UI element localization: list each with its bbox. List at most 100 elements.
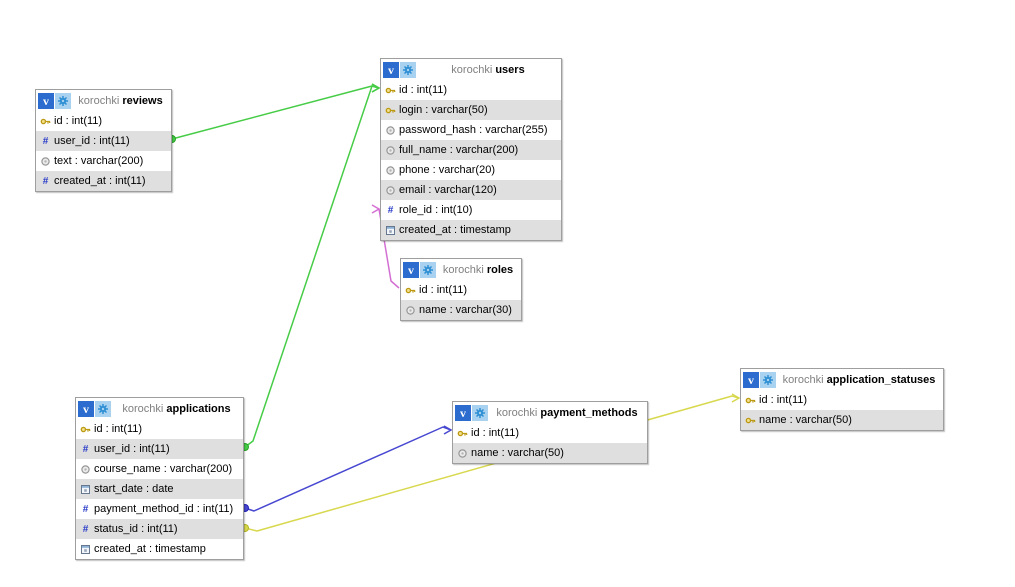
schema-name: korochki bbox=[782, 373, 824, 386]
column-row[interactable]: #status_id : int(11) bbox=[76, 519, 243, 539]
hash-icon: # bbox=[387, 204, 394, 216]
gear-icon[interactable] bbox=[472, 404, 488, 421]
column-label: status_id : int(11) bbox=[94, 523, 178, 535]
gear-icon[interactable] bbox=[400, 61, 416, 78]
v-toggle-icon[interactable]: v bbox=[743, 371, 759, 388]
table-columns: id : int(11) login : varchar(50) password_… bbox=[381, 80, 561, 240]
relation-line[interactable] bbox=[168, 83, 381, 143]
schema-name: korochki bbox=[496, 406, 538, 419]
v-toggle-icon[interactable]: v bbox=[403, 261, 419, 278]
table-name: users bbox=[495, 63, 525, 76]
gear-icon[interactable] bbox=[95, 400, 111, 417]
column-label: user_id : int(11) bbox=[54, 135, 130, 147]
column-label: id : int(11) bbox=[54, 115, 103, 127]
key-icon bbox=[384, 105, 397, 116]
column-row[interactable]: start_date : date bbox=[76, 479, 243, 499]
column-row[interactable]: phone : varchar(20) bbox=[381, 160, 561, 180]
gear-icon[interactable] bbox=[55, 92, 71, 109]
key-icon bbox=[79, 424, 92, 435]
column-label: id : int(11) bbox=[419, 284, 468, 296]
column-label: phone : varchar(20) bbox=[399, 164, 495, 176]
column-label: full_name : varchar(200) bbox=[399, 144, 519, 156]
column-row[interactable]: id : int(11) bbox=[381, 80, 561, 100]
key-icon bbox=[404, 285, 417, 296]
table-name: reviews bbox=[122, 94, 163, 107]
table-columns: id : int(11) name : varchar(50) bbox=[741, 390, 943, 430]
table-name: payment_methods bbox=[540, 406, 638, 419]
table-name: roles bbox=[486, 263, 514, 276]
column-row[interactable]: #user_id : int(11) bbox=[76, 439, 243, 459]
column-row[interactable]: # created_at : int(11) bbox=[36, 171, 171, 191]
column-label: id : int(11) bbox=[94, 423, 143, 435]
key-icon bbox=[744, 415, 757, 426]
column-row[interactable]: id : int(11) bbox=[741, 390, 943, 410]
table-name: application_statuses bbox=[826, 373, 936, 386]
column-row[interactable]: created_at : timestamp bbox=[381, 220, 561, 240]
schema-name: korochki bbox=[78, 94, 120, 107]
column-row[interactable]: #payment_method_id : int(11) bbox=[76, 499, 243, 519]
column-label: id : int(11) bbox=[759, 394, 808, 406]
relation-line[interactable] bbox=[241, 425, 453, 512]
text-column-icon bbox=[384, 125, 397, 135]
v-toggle-icon[interactable]: v bbox=[455, 404, 471, 421]
column-label: login : varchar(50) bbox=[399, 104, 488, 116]
column-label: user_id : int(11) bbox=[94, 443, 170, 455]
column-label: id : int(11) bbox=[471, 427, 520, 439]
relation-arrowhead bbox=[371, 204, 381, 214]
gear-icon[interactable] bbox=[420, 261, 436, 278]
column-row[interactable]: password_hash : varchar(255) bbox=[381, 120, 561, 140]
text-column-icon bbox=[456, 448, 469, 458]
column-label: password_hash : varchar(255) bbox=[399, 124, 548, 136]
column-label: email : varchar(120) bbox=[399, 184, 497, 196]
column-row[interactable]: name : varchar(50) bbox=[741, 410, 943, 430]
column-row[interactable]: login : varchar(50) bbox=[381, 100, 561, 120]
column-label: name : varchar(30) bbox=[419, 304, 512, 316]
v-toggle-icon[interactable]: v bbox=[38, 92, 54, 109]
relation-line[interactable] bbox=[241, 83, 381, 451]
column-row[interactable]: name : varchar(50) bbox=[453, 443, 647, 463]
column-row[interactable]: full_name : varchar(200) bbox=[381, 140, 561, 160]
column-row[interactable]: email : varchar(120) bbox=[381, 180, 561, 200]
column-label: text : varchar(200) bbox=[54, 155, 144, 167]
column-label: created_at : int(11) bbox=[54, 175, 146, 187]
text-column-icon bbox=[384, 185, 397, 195]
v-toggle-icon[interactable]: v bbox=[383, 61, 399, 78]
v-toggle-icon[interactable]: v bbox=[78, 400, 94, 417]
relation-arrowhead bbox=[443, 425, 453, 435]
column-row[interactable]: id : int(11) bbox=[401, 280, 521, 300]
column-label: name : varchar(50) bbox=[471, 447, 564, 459]
column-row[interactable]: id : int(11) bbox=[76, 419, 243, 439]
column-row[interactable]: created_at : timestamp bbox=[76, 539, 243, 559]
hash-icon: # bbox=[42, 175, 49, 187]
column-row[interactable]: id : int(11) bbox=[36, 111, 171, 131]
column-row[interactable]: course_name : varchar(200) bbox=[76, 459, 243, 479]
schema-name: korochki bbox=[442, 263, 484, 276]
text-column-icon bbox=[39, 156, 52, 166]
column-row[interactable]: #role_id : int(10) bbox=[381, 200, 561, 220]
column-row[interactable]: text : varchar(200) bbox=[36, 151, 171, 171]
gear-icon[interactable] bbox=[760, 371, 776, 388]
column-label: payment_method_id : int(11) bbox=[94, 503, 234, 515]
column-row[interactable]: name : varchar(30) bbox=[401, 300, 521, 320]
text-column-icon bbox=[384, 165, 397, 175]
key-icon bbox=[39, 116, 52, 127]
column-label: id : int(11) bbox=[399, 84, 448, 96]
column-row[interactable]: #user_id : int(11) bbox=[36, 131, 171, 151]
column-row[interactable]: id : int(11) bbox=[453, 423, 647, 443]
